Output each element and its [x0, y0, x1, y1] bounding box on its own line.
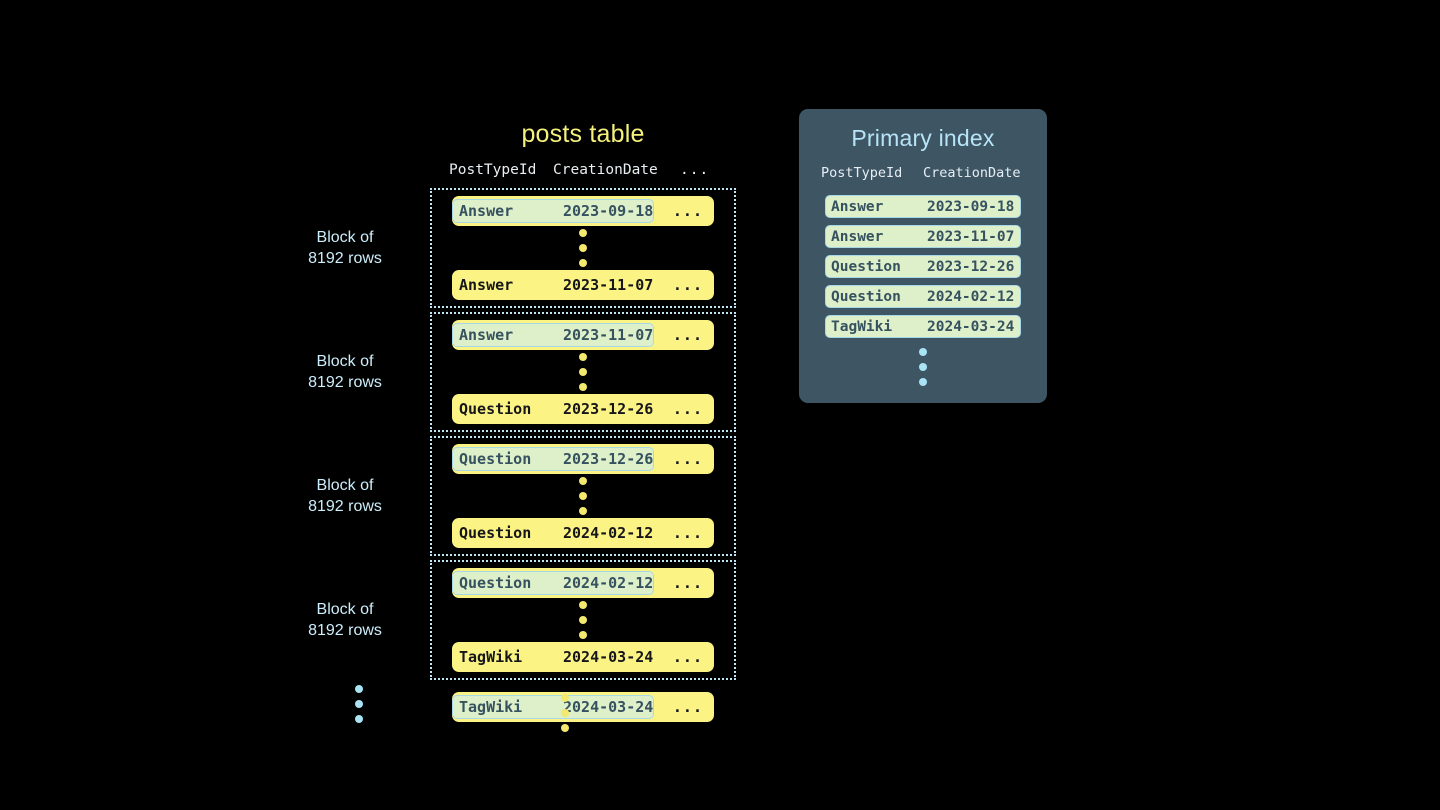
index-cell-posttypeid: Question: [831, 288, 901, 305]
cell-creationdate: 2024-02-12: [563, 574, 654, 592]
block-3-label-line1: Block of: [316, 477, 374, 494]
blocks-container: Block of 8192 rows Answer 2023-09-18 ...…: [308, 188, 736, 722]
cell-creationdate: 2023-11-07: [563, 326, 654, 344]
table-row: Question 2024-02-12 ...: [452, 518, 714, 548]
index-cell-posttypeid: TagWiki: [831, 318, 893, 335]
cell-posttypeid: Question: [459, 450, 532, 468]
cell-more: ...: [672, 276, 703, 294]
row-cells: TagWiki 2024-03-24: [452, 648, 653, 666]
index-column-header-posttypeid: PostTypeId: [821, 165, 903, 181]
cell-more: ...: [672, 400, 703, 418]
index-cell-posttypeid: Answer: [831, 198, 884, 215]
row-cells: Question 2024-02-12: [452, 524, 653, 542]
table-row: Answer 2023-11-07 ...: [452, 320, 714, 350]
vertical-ellipsis-icon: [432, 350, 734, 394]
cell-creationdate: 2023-09-18: [563, 202, 654, 220]
block-2: Block of 8192 rows Answer 2023-11-07 ...…: [308, 312, 736, 432]
cell-posttypeid: Answer: [459, 326, 514, 344]
primary-index-rows: Answer 2023-09-18 Answer 2023-11-07 Ques…: [799, 195, 1047, 338]
cell-posttypeid: Question: [459, 574, 532, 592]
index-cell-creationdate: 2023-12-26: [927, 258, 1015, 275]
table-bottom-ellipsis-icon: [561, 691, 569, 735]
block-1-label-line2: 8192 rows: [308, 250, 382, 267]
row-cells: Question 2023-12-26: [452, 400, 653, 418]
block-3-label-line2: 8192 rows: [308, 498, 382, 515]
index-row: Answer 2023-11-07: [825, 225, 1021, 248]
table-row: Question 2023-12-26 ...: [452, 444, 714, 474]
block-1: Block of 8192 rows Answer 2023-09-18 ...…: [308, 188, 736, 308]
block-2-label: Block of 8192 rows: [275, 351, 415, 393]
cell-posttypeid: Question: [459, 400, 532, 418]
cell-posttypeid: Answer: [459, 276, 514, 294]
table-row: TagWiki 2024-03-24 ...: [452, 642, 714, 672]
row-highlight-box: Answer 2023-09-18: [452, 199, 655, 223]
column-header-ellipsis: ...: [680, 162, 710, 178]
blocks-bottom-ellipsis-icon: [355, 682, 363, 726]
primary-index-panel: Primary index PostTypeId CreationDate An…: [799, 109, 1047, 403]
block-3: Block of 8192 rows Question 2023-12-26 .…: [308, 436, 736, 556]
index-cell-creationdate: 2023-09-18: [927, 198, 1015, 215]
cell-creationdate: 2024-02-12: [563, 524, 654, 542]
cell-posttypeid: TagWiki: [459, 698, 523, 716]
posts-table-title: posts table: [521, 120, 645, 148]
cell-more: ...: [672, 326, 703, 344]
index-cell-creationdate: 2023-11-07: [927, 228, 1015, 245]
index-cell-creationdate: 2024-02-12: [927, 288, 1015, 305]
block-4: Block of 8192 rows Question 2024-02-12 .…: [308, 560, 736, 680]
row-highlight-box: Question 2024-02-12: [452, 571, 655, 595]
block-3-label: Block of 8192 rows: [275, 475, 415, 517]
table-row: Question 2023-12-26 ...: [452, 394, 714, 424]
cell-more: ...: [672, 698, 703, 716]
primary-index-title: Primary index: [851, 125, 995, 151]
cell-creationdate: 2023-12-26: [563, 400, 654, 418]
cell-more: ...: [672, 574, 703, 592]
index-column-header-creationdate: CreationDate: [923, 165, 1021, 181]
cell-more: ...: [672, 202, 703, 220]
block-4-label-line2: 8192 rows: [308, 622, 382, 639]
column-header-posttypeid: PostTypeId: [449, 162, 537, 178]
block-4-label: Block of 8192 rows: [275, 599, 415, 641]
cell-more: ...: [672, 648, 703, 666]
index-cell-posttypeid: Question: [831, 258, 901, 275]
index-row: Question 2024-02-12: [825, 285, 1021, 308]
row-cells: Answer 2023-11-07: [452, 276, 653, 294]
block-4-label-line1: Block of: [316, 601, 374, 618]
block-2-label-line1: Block of: [316, 353, 374, 370]
row-highlight-box: TagWiki 2024-03-24: [452, 695, 655, 719]
primary-index-column-headers: PostTypeId CreationDate: [799, 165, 1047, 189]
table-row-trailing: TagWiki 2024-03-24 ...: [452, 692, 714, 722]
index-cell-posttypeid: Answer: [831, 228, 884, 245]
cell-more: ...: [672, 524, 703, 542]
block-1-label-line1: Block of: [316, 229, 374, 246]
cell-posttypeid: Question: [459, 524, 532, 542]
vertical-ellipsis-icon: [432, 474, 734, 518]
index-bottom-ellipsis-icon: [799, 345, 1047, 389]
cell-creationdate: 2023-12-26: [563, 450, 654, 468]
table-row: Answer 2023-11-07 ...: [452, 270, 714, 300]
cell-creationdate: 2024-03-24: [563, 648, 654, 666]
block-2-label-line2: 8192 rows: [308, 374, 382, 391]
posts-table-column-headers: PostTypeId CreationDate ...: [430, 162, 736, 188]
index-row: TagWiki 2024-03-24: [825, 315, 1021, 338]
block-1-label: Block of 8192 rows: [275, 227, 415, 269]
vertical-ellipsis-icon: [432, 226, 734, 270]
index-row: Answer 2023-09-18: [825, 195, 1021, 218]
table-row: Answer 2023-09-18 ...: [452, 196, 714, 226]
column-header-creationdate: CreationDate: [553, 162, 658, 178]
row-highlight-box: Answer 2023-11-07: [452, 323, 655, 347]
index-cell-creationdate: 2024-03-24: [927, 318, 1015, 335]
cell-creationdate: 2024-03-24: [563, 698, 654, 716]
cell-creationdate: 2023-11-07: [563, 276, 654, 294]
row-highlight-box: Question 2023-12-26: [452, 447, 655, 471]
vertical-ellipsis-icon: [432, 598, 734, 642]
cell-more: ...: [672, 450, 703, 468]
cell-posttypeid: TagWiki: [459, 648, 523, 666]
table-row: Question 2024-02-12 ...: [452, 568, 714, 598]
index-row: Question 2023-12-26: [825, 255, 1021, 278]
posts-table-section: posts table PostTypeId CreationDate ... …: [308, 118, 736, 722]
cell-posttypeid: Answer: [459, 202, 514, 220]
